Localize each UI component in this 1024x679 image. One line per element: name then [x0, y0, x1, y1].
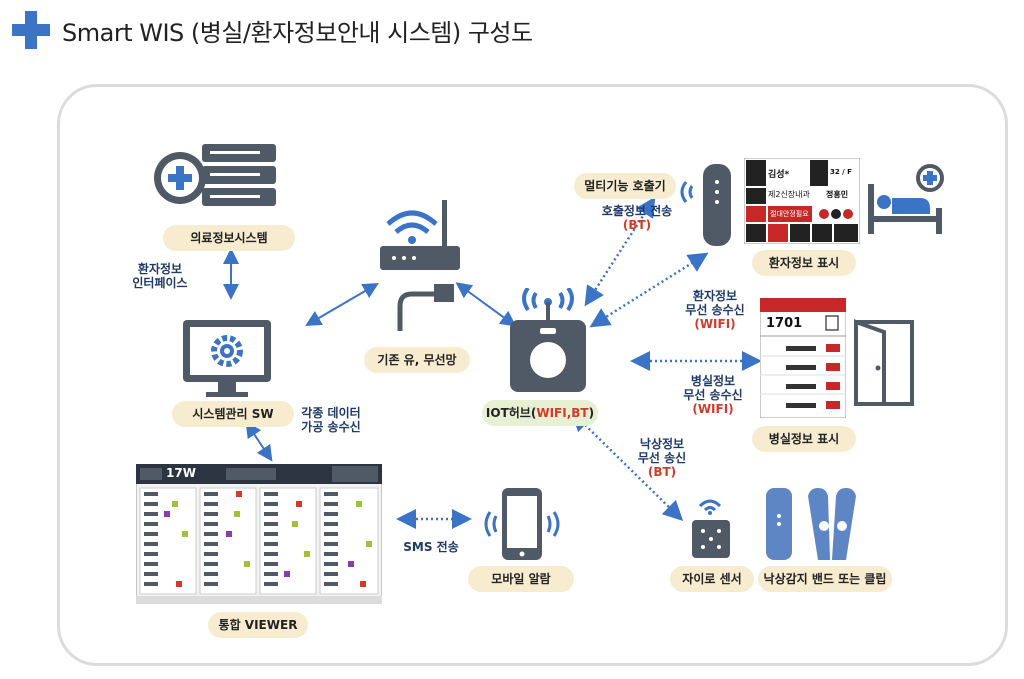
patient-card-age: 32 / F — [830, 168, 852, 176]
fall-band-clip-icon — [766, 488, 856, 560]
viewer-ward-label: 17W — [166, 466, 196, 480]
arrow-sw-router — [305, 282, 379, 327]
mobile-alarm-label: 모바일 알람 — [468, 566, 574, 592]
bed-patient-icon — [868, 164, 944, 234]
arrow-sw-viewer — [245, 421, 273, 462]
call-transmit-label: 호출정보 전송 (BT) — [601, 204, 673, 232]
header: Smart WIS (병실/환자정보안내 시스템) 구성도 — [12, 10, 533, 50]
data-processing-label: 각종 데이터 가공 송수신 — [301, 406, 361, 434]
mobile-phone-icon — [484, 488, 560, 560]
patient-info-card — [744, 158, 860, 244]
medical-system-label: 의료정보시스템 — [163, 225, 295, 251]
room-wireless-label: 병실정보 무선 송수신 (WIFI) — [683, 374, 743, 416]
monitor-gear-icon — [183, 320, 271, 397]
viewer-label: 통합 VIEWER — [208, 612, 308, 638]
page-title: Smart WIS (병실/환자정보안내 시스템) 구성도 — [62, 18, 533, 47]
sms-label: SMS 전송 — [403, 540, 459, 554]
patient-card-warning: 절대안정필요 — [770, 210, 809, 218]
room-card-number: 1701 — [766, 316, 803, 331]
call-pager-icon — [680, 164, 731, 246]
patient-wireless-label: 환자정보 무선 송수신 (WIFI) — [685, 289, 745, 331]
router-icon — [380, 200, 460, 331]
server-icon — [154, 144, 276, 206]
plus-icon — [12, 11, 50, 49]
viewer-screen — [136, 464, 382, 604]
fall-band-label: 낙상감지 밴드 또는 클립 — [758, 566, 892, 592]
gyro-sensor-icon — [692, 499, 730, 558]
multi-call-label: 멀티기능 호출기 — [574, 173, 676, 199]
gyro-sensor-label: 자이로 센서 — [670, 566, 754, 592]
network-label: 기존 유, 무선망 — [364, 347, 470, 373]
system-sw-label: 시스템관리 SW — [172, 401, 294, 427]
arrow-hub-call — [584, 196, 656, 307]
patient-card-dept: 제2신장내과 — [768, 190, 810, 199]
arrow-hub-patient — [589, 252, 709, 328]
iot-hub-label: IOT허브(WIFI,BT) — [482, 400, 598, 426]
room-display-label: 병실정보 표시 — [752, 426, 856, 452]
patient-card-name: 김성* — [768, 170, 790, 180]
iot-hub-icon — [510, 288, 586, 392]
arrow-router-hub — [455, 282, 517, 327]
fall-info-label: 낙상정보 무선 송신 (BT) — [637, 437, 687, 479]
room-info-card — [760, 298, 846, 418]
patient-interface-label: 환자정보 인터페이스 — [132, 262, 188, 290]
patient-card-doctor: 정홍민 — [826, 190, 849, 199]
patient-display-label: 환자정보 표시 — [752, 250, 856, 276]
door-icon — [854, 319, 914, 406]
